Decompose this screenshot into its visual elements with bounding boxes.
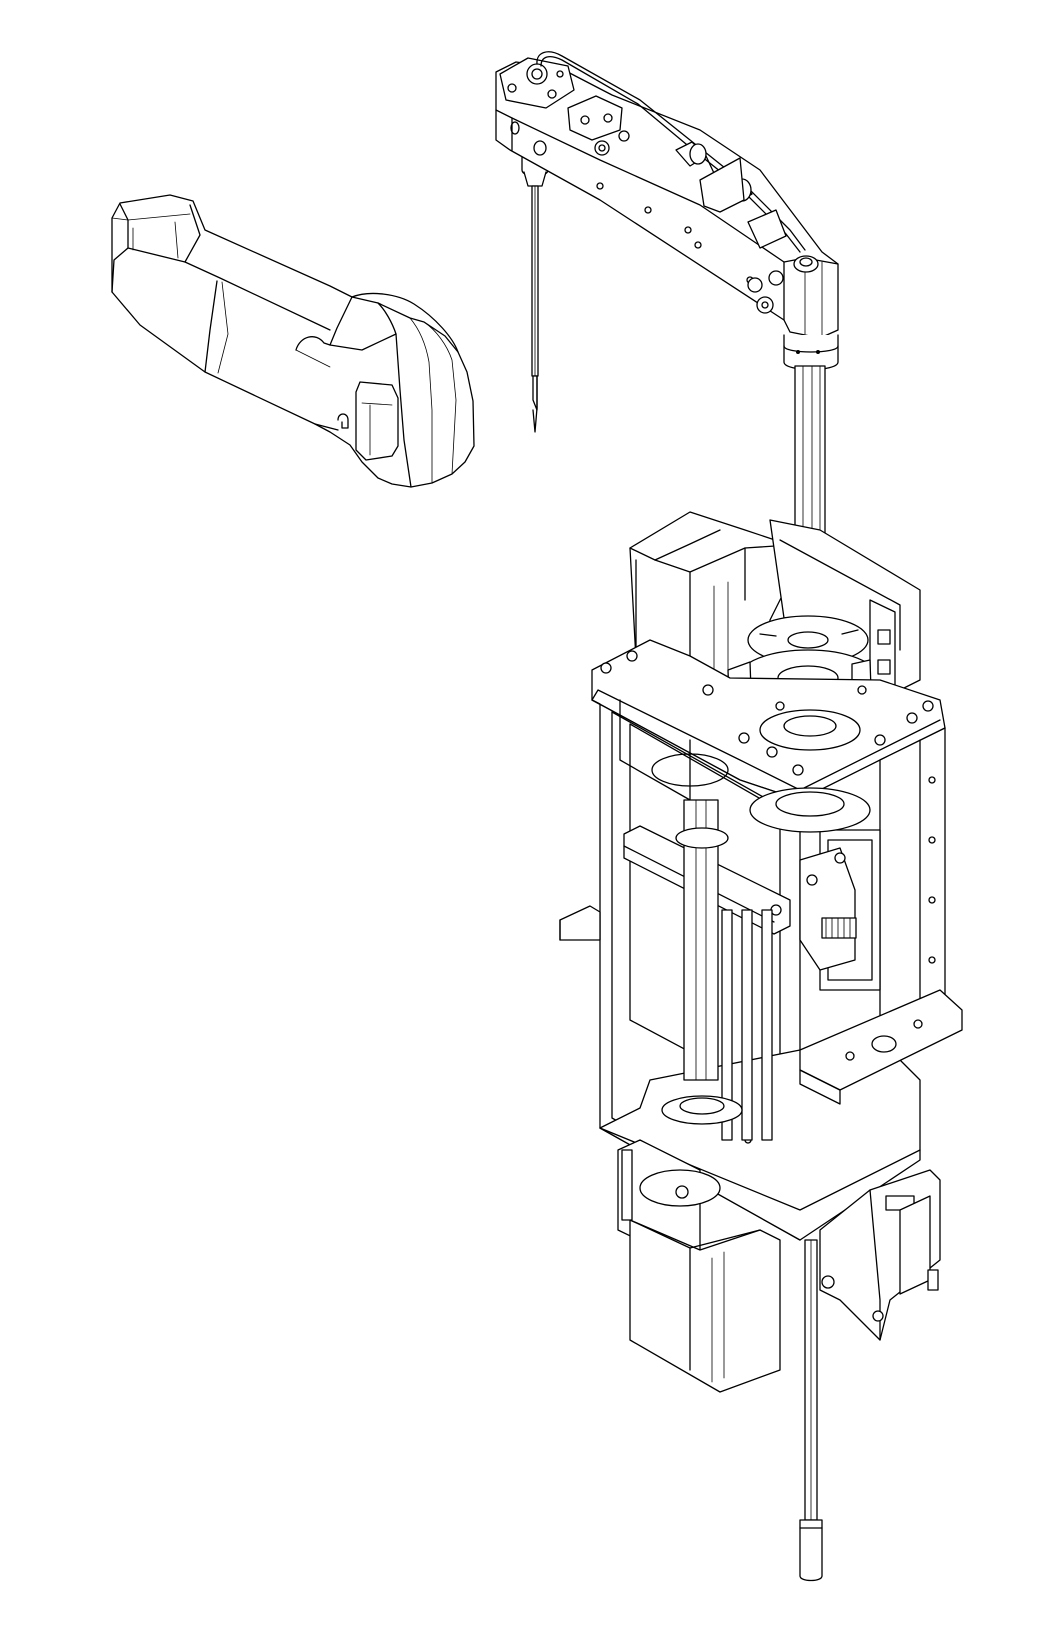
lower-rod [799,1239,823,1582]
probe-arm [495,51,839,371]
lead-screw [661,799,773,1141]
probe-needle [521,149,549,433]
mounting-bracket [559,905,963,1105]
arm-cover [111,194,475,488]
sensor-card [799,847,857,971]
lift-motor [617,1139,781,1393]
lower-bracket [819,1169,941,1341]
